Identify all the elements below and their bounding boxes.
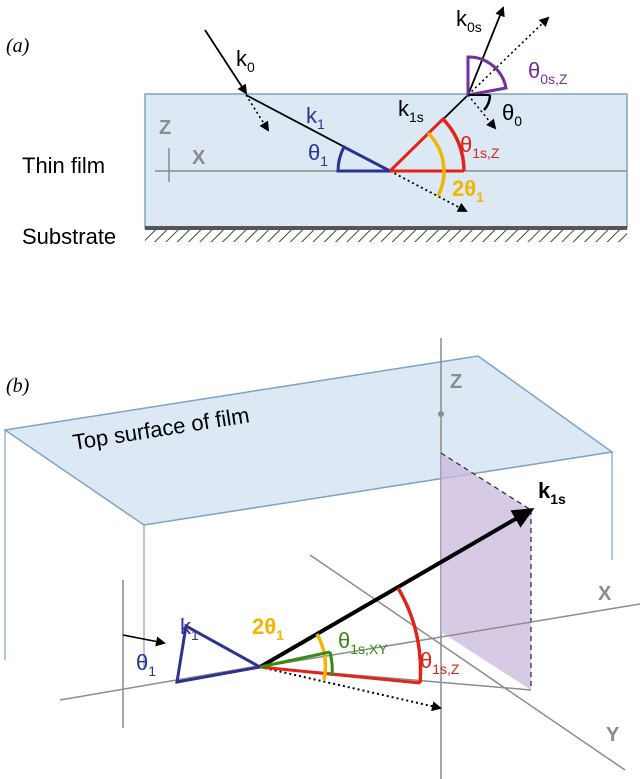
theta1sxy-arc-b [259, 650, 334, 677]
k1-label-b: k1 [180, 614, 199, 643]
panel-a: (a) Z X Thin film Substrate [6, 6, 628, 249]
theta1sz-label-a: θ1s,Z [460, 132, 500, 161]
theta1sz-arc-b [396, 587, 423, 684]
panel-b-tag: (b) [6, 375, 30, 397]
theta1sxy-label: θ1s,XY [338, 628, 388, 657]
two-theta1-label-b: 2θ1 [252, 614, 284, 643]
x-axis-label-a: X [192, 147, 206, 169]
k1-continuation-dotted-b [259, 666, 442, 712]
theta1sz-arc-a [440, 116, 466, 172]
two-theta1-arc-b [315, 633, 328, 681]
k1-cone-b [175, 623, 265, 684]
theta1-label-b: θ1 [136, 650, 156, 679]
z-axis-label-a: Z [159, 117, 171, 139]
panel-b: (b) Top surface of film Z X Y [3, 338, 640, 779]
two-theta1-arc-a [426, 131, 446, 197]
x-axis-label-b: X [598, 583, 612, 605]
k0s-label: k0s [456, 6, 482, 35]
y-axis-label-b: Y [606, 724, 620, 746]
theta0sz-arc-a [466, 55, 508, 97]
theta0sz-label: θ0s,Z [528, 58, 568, 87]
substrate-label: Substrate [22, 224, 116, 249]
k1s-continuation-dotted [467, 16, 550, 96]
k1s-label-a: k1s [398, 96, 424, 125]
y-axis-line-b [309, 554, 626, 771]
two-theta1-label-a: 2θ1 [452, 176, 484, 205]
z-axis-label-b: Z [450, 371, 462, 393]
substrate-hatch [145, 228, 627, 242]
k1s-vector [258, 507, 535, 669]
k0s-ray [467, 6, 505, 96]
theta1sz-label-b: θ1s,Z [420, 648, 460, 677]
thin-film-layer [144, 93, 628, 229]
k1-continuation-dotted [389, 170, 468, 212]
panel-a-tag: (a) [6, 35, 30, 57]
k0-label: k0 [236, 46, 255, 75]
exit-reflection-dotted [467, 94, 497, 130]
theta0-label: θ0 [502, 100, 522, 129]
k1-label-a: k1 [306, 103, 325, 132]
k0-transmitted-dotted [245, 94, 270, 132]
theta1-arc-a [336, 144, 391, 173]
k1s-label-b: k1s [538, 478, 566, 507]
k1s-plane [441, 453, 531, 690]
theta1sz-side-a [388, 118, 444, 173]
theta1sz-base-b [259, 665, 421, 685]
theta1-label-a: θ1 [308, 140, 328, 169]
thin-film-label: Thin film [22, 153, 105, 178]
k0-ray [204, 29, 248, 95]
k1-incoming-arrow [122, 634, 166, 647]
z-axis-point [438, 411, 444, 417]
